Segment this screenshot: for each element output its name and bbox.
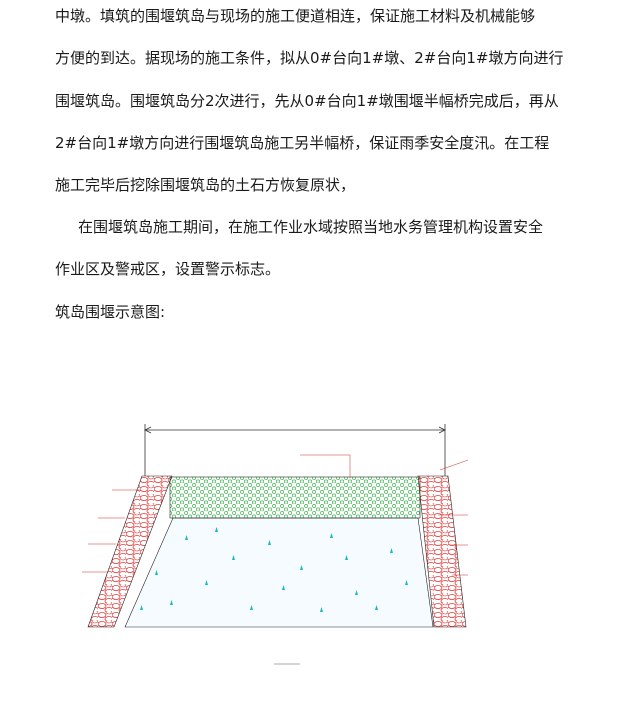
paragraph-line-3: 围堰筑岛。围堰筑岛分2次进行，先从0#台向1#墩围堰半幅桥完成后，再从 xyxy=(55,92,559,110)
earth-fill-core xyxy=(124,517,434,628)
paragraph-line-4: 2#台向1#墩方向进行围堰筑岛施工另半幅桥，保证雨季安全度汛。在工程 xyxy=(55,134,550,152)
width-dimension xyxy=(144,424,446,476)
gravel-layer xyxy=(169,476,421,519)
paragraph-line-5: 施工完毕后挖除围堰筑岛的土石方恢复原状， xyxy=(55,176,356,194)
paragraph-line-2: 方便的到达。据现场的施工条件，拟从0#台向1#墩、2#台向1#墩方向进行 xyxy=(55,49,564,67)
paragraph-line-1: 中墩。填筑的围堰筑岛与现场的施工便道相连，保证施工材料及机械能够 xyxy=(55,7,536,25)
water-drops xyxy=(140,527,408,612)
annotation-leaders xyxy=(82,454,469,576)
paragraph-line-7: 作业区及警戒区，设置警示标志。 xyxy=(55,260,281,278)
diagram-caption: 筑岛围堰示意图: xyxy=(55,303,166,321)
paragraph-line-6: 在围堰筑岛施工期间，在施工作业水域按照当地水务管理机构设置安全 xyxy=(78,218,544,236)
left-riprap-wall xyxy=(87,475,173,628)
right-riprap-wall xyxy=(417,475,467,628)
